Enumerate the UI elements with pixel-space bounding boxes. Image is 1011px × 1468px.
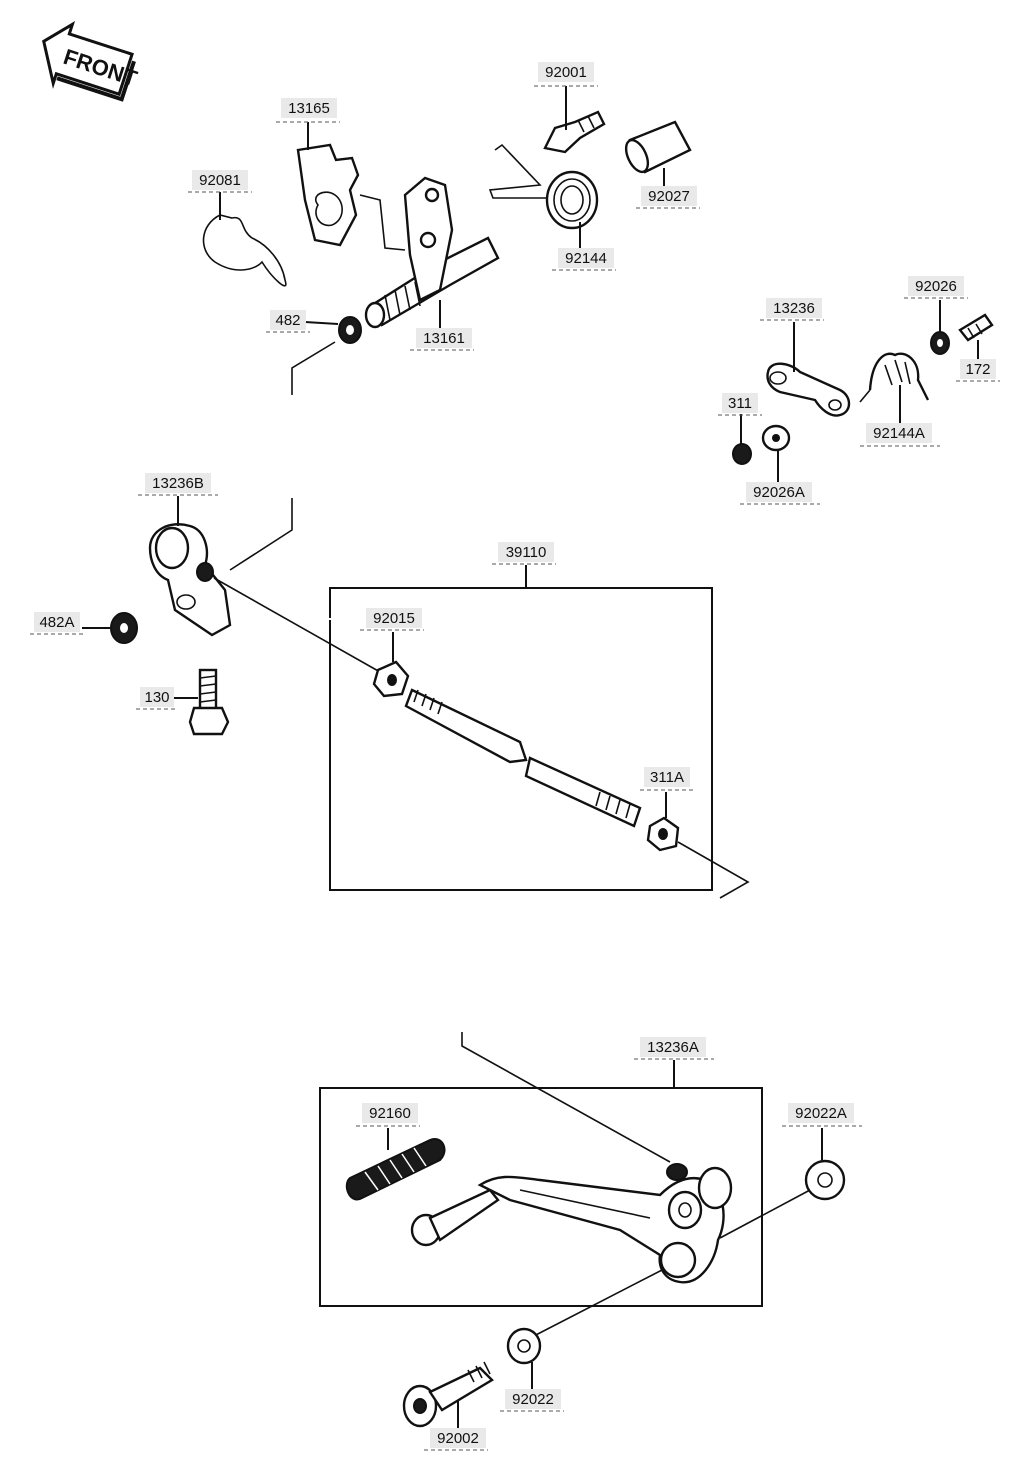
label-92144-text: 92144: [565, 250, 607, 267]
nut-311A: [646, 816, 680, 852]
label-311A: 311A: [640, 767, 694, 791]
label-482-text: 482: [275, 312, 300, 329]
footpeg-rubber-92160: [345, 1138, 446, 1201]
label-92022A-text: 92022A: [795, 1105, 847, 1122]
nut-482A: [110, 612, 138, 644]
nut-311: [732, 443, 752, 465]
pin-92001: [543, 110, 606, 154]
label-13236B: 13236B: [138, 473, 218, 496]
label-39110: 39110: [492, 542, 556, 565]
label-482A-text: 482A: [39, 614, 74, 631]
shift-plate-13165: [296, 143, 360, 247]
label-13161: 13161: [410, 328, 474, 351]
label-482A: 482A: [30, 612, 84, 635]
label-92022: 92022: [500, 1389, 564, 1412]
label-13236-text: 13236: [773, 300, 815, 317]
label-92026A: 92026A: [740, 482, 820, 505]
label-482: 482: [266, 310, 310, 333]
joint-13236B: [148, 523, 232, 637]
label-311A-text: 311A: [650, 769, 684, 786]
pedal-box-13236A: [319, 1087, 763, 1307]
nut-92026: [930, 331, 950, 355]
washer-92026A: [761, 424, 791, 452]
label-92144A: 92144A: [860, 423, 940, 447]
label-92026A-text: 92026A: [753, 484, 805, 501]
label-92001: 92001: [534, 62, 598, 87]
label-92002-text: 92002: [437, 1430, 479, 1447]
label-92160: 92160: [356, 1103, 420, 1127]
shift-pedal-13236A: [410, 1163, 733, 1284]
label-172-text: 172: [965, 361, 990, 378]
label-92081-text: 92081: [199, 172, 241, 189]
label-92027-text: 92027: [648, 188, 690, 205]
label-92026-text: 92026: [915, 278, 957, 295]
rod-assembly-39110: [329, 587, 750, 899]
spring-92144A: [859, 352, 930, 403]
label-92027: 92027: [636, 186, 700, 209]
label-130: 130: [136, 687, 178, 710]
bolt-130: [188, 668, 230, 736]
label-92144A-text: 92144A: [873, 425, 925, 442]
spring-92144: [488, 143, 599, 230]
label-92001-text: 92001: [545, 64, 587, 81]
label-130-text: 130: [144, 689, 169, 706]
label-92015: 92015: [360, 608, 424, 631]
lever-13236: [766, 362, 851, 417]
label-311-text: 311: [728, 395, 752, 412]
collar-92027: [624, 120, 692, 174]
label-172: 172: [956, 359, 1000, 382]
label-13161-text: 13161: [423, 330, 465, 347]
pivot-bolt-92002: [402, 1361, 494, 1428]
label-92144: 92144: [552, 248, 616, 271]
stud-172: [958, 313, 994, 342]
label-92022A: 92022A: [782, 1103, 862, 1127]
label-92002: 92002: [424, 1428, 488, 1451]
label-13236A: 13236A: [634, 1037, 714, 1060]
label-92026: 92026: [904, 276, 968, 299]
front-arrow-badge: FRONT: [42, 21, 141, 102]
label-92022-text: 92022: [512, 1391, 554, 1408]
leader-lines: [82, 86, 979, 1428]
label-13165-text: 13165: [288, 100, 330, 117]
nut-92015: [372, 660, 410, 698]
label-13165: 13165: [276, 98, 340, 123]
shift-shaft-13161: [359, 176, 500, 329]
label-39110-text: 39110: [506, 544, 547, 561]
washer-92022: [506, 1327, 542, 1365]
label-13236B-text: 13236B: [152, 475, 204, 492]
washer-92022A: [804, 1159, 846, 1201]
label-311: 311: [718, 393, 762, 416]
label-92081: 92081: [188, 170, 252, 193]
label-92160-text: 92160: [369, 1105, 411, 1122]
circlip-92081: [202, 214, 287, 287]
washer-482: [338, 316, 362, 344]
label-13236: 13236: [760, 298, 824, 321]
label-92015-text: 92015: [373, 610, 415, 627]
label-13236A-text: 13236A: [647, 1039, 699, 1056]
